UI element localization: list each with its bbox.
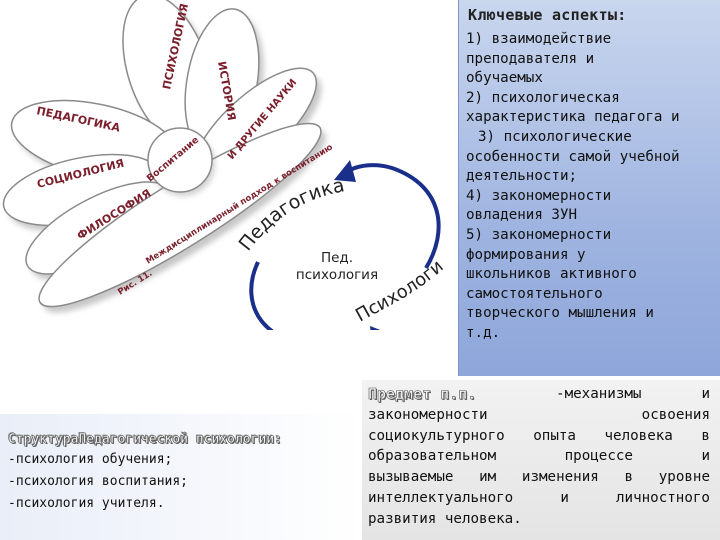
subject-word: -механизмы — [556, 386, 642, 402]
subject-word: социокультурного — [368, 427, 505, 444]
aspect-line: 5) закономерности — [466, 226, 612, 243]
arrow-top-curve — [349, 163, 441, 270]
aspect-line: обучаемых — [466, 70, 543, 87]
structure-panel — [0, 414, 362, 540]
center-label-line: психология — [295, 267, 379, 283]
aspect-line: 4) закономерности — [466, 187, 612, 204]
subject-word: в — [701, 427, 710, 444]
flower-diagram: ПСИХОЛОГИЯ ИСТОРИЯ ПЕДАГОГИКА И ДРУГИЕ Н… — [0, 0, 448, 330]
subject-word: развития человека. — [368, 510, 522, 527]
subject-word: личностного — [616, 489, 710, 506]
subject-word: процессе — [564, 448, 633, 465]
subject-word: опыта — [533, 427, 576, 444]
aspect-line: формирования у — [466, 246, 586, 263]
subject-line: социокультурного опыта человека в — [368, 426, 710, 447]
aspect-line: 1) взаимодействие — [466, 31, 612, 47]
aspect-line: особенности самой учебной — [466, 148, 680, 165]
aspect-line: 3) психологические — [478, 128, 632, 145]
structure-item: -психология обучения; — [8, 452, 173, 467]
subject-line: интеллектуального и личностного — [368, 488, 710, 509]
aspect-line: характеристика педагога и — [466, 109, 680, 126]
aspect-line: преподавателя и — [466, 50, 595, 67]
subject-line: Предмет п.п. -механизмы и — [368, 384, 710, 405]
subject-word: вызываемые — [368, 469, 454, 486]
subject-word: изменения — [521, 469, 599, 486]
arrowhead-top — [334, 160, 356, 182]
subject-line: вызываемые им изменения в уровне — [368, 467, 710, 488]
arrowhead-bottom — [370, 326, 381, 330]
subject-word: в — [624, 469, 634, 486]
aspect-line: творческого мышления и — [466, 305, 654, 322]
subject-word: им — [479, 469, 497, 486]
subject-word: и — [701, 448, 710, 465]
subject-word: интеллектуального — [368, 489, 514, 506]
subject-panel — [362, 380, 720, 540]
subject-word: освоения — [641, 406, 710, 423]
subject-text: Предмет п.п. -механизмы и закономерности… — [368, 384, 710, 530]
aspect-line: самостоятельного — [466, 285, 603, 302]
subject-word: уровне — [658, 469, 710, 486]
subject-line: закономерности освоения — [368, 405, 710, 426]
structure-item: -психология учителя. — [8, 496, 165, 511]
center-circle — [147, 127, 213, 193]
aspects-panel — [458, 0, 720, 376]
subject-word: человека — [604, 427, 673, 444]
aspects-list: 1) взаимодействие преподавателя и обучае… — [466, 30, 718, 344]
aspect-line: 2) психологическая — [466, 89, 620, 106]
center-label-ped-psychology: Пед. психология — [292, 250, 382, 284]
subject-word: и — [560, 489, 569, 506]
aspect-line: школьников активного — [466, 266, 637, 283]
center-label-line: Пед. — [320, 250, 354, 266]
subject-word: образовательном — [368, 448, 497, 465]
subject-line: образовательном процессе и — [368, 446, 710, 467]
aspects-title: Ключевые аспекты: — [468, 6, 627, 24]
subject-heading: Предмет п.п. — [368, 385, 477, 404]
aspect-line: т.д. — [466, 324, 501, 341]
subject-word: закономерности — [368, 406, 488, 423]
structure-title: СтруктураПедагогической психологии: — [8, 432, 283, 448]
subject-word: и — [701, 386, 710, 402]
structure-item: -психология воспитания; — [8, 474, 189, 489]
aspect-line: овладения ЗУН — [466, 207, 578, 224]
subject-line: развития человека. — [368, 509, 710, 530]
arrow-bottom-curve — [249, 261, 275, 330]
aspect-line: деятельности; — [466, 168, 578, 185]
